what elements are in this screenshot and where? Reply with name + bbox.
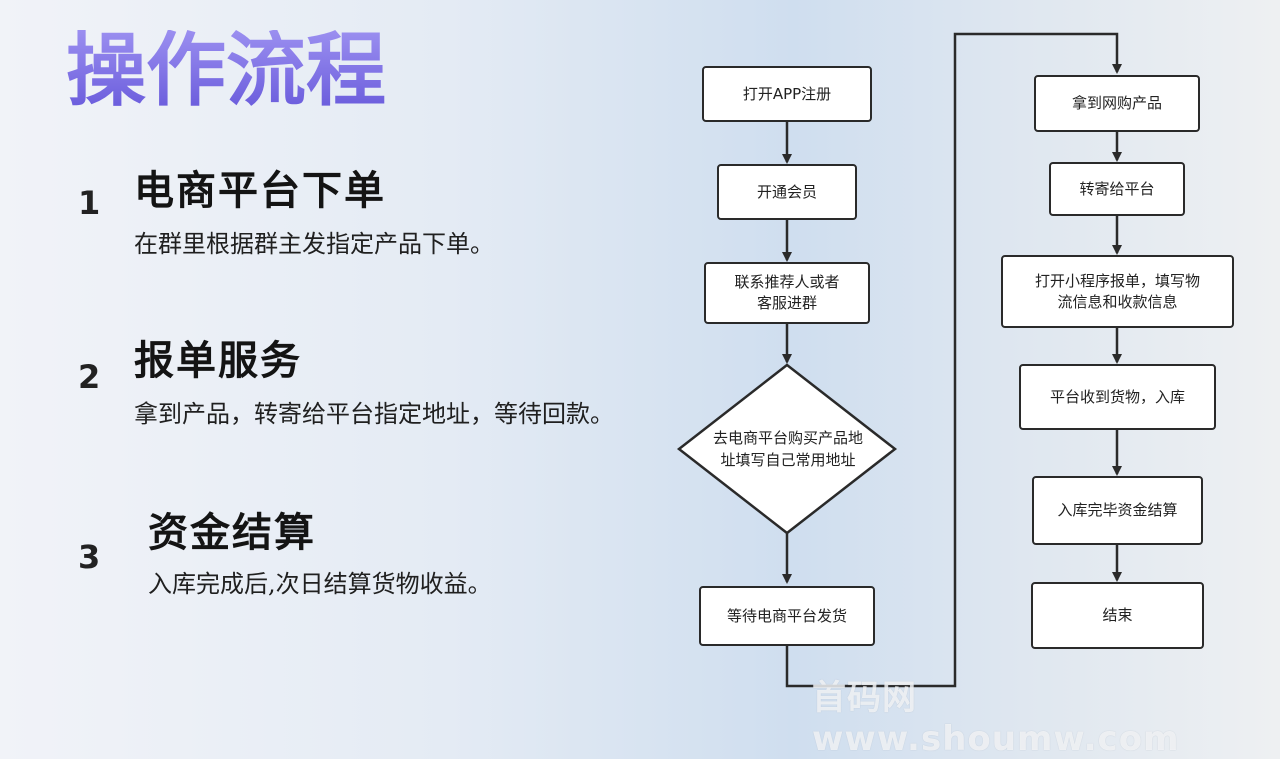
flow-box-label: 结束 — [1102, 606, 1133, 624]
flow-box-label: 拿到网购产品 — [1071, 94, 1162, 112]
flow-box-open-membership: 开通会员 — [717, 164, 857, 220]
flow-box-open-app-register: 打开APP注册 — [702, 66, 872, 122]
flow-box-contact-referrer: 联系推荐人或者 客服进群 — [704, 262, 870, 324]
purchase-decision-diamond — [676, 363, 898, 535]
step-2-number: 2 — [78, 358, 101, 396]
flow-box-label-line2: 流信息和收款信息 — [1057, 292, 1178, 311]
flow-box-label: 开通会员 — [756, 182, 817, 201]
connector-left-to-right — [785, 32, 1122, 688]
step-3-description: 入库完成后,次日结算货物收益。 — [148, 570, 492, 598]
flow-box-platform-warehouse: 平台收到货物，入库 — [1019, 364, 1216, 430]
step-1-heading: 电商平台下单 — [134, 168, 386, 214]
flow-box-label: 平台收到货物，入库 — [1049, 387, 1185, 406]
flow-decision-label-line1: 去电商平台购买产品地 — [712, 429, 863, 447]
flow-box-label: 转寄给平台 — [1079, 179, 1155, 198]
flow-box-forward-to-platform: 转寄给平台 — [1049, 162, 1185, 216]
flow-box-end: 结束 — [1031, 582, 1204, 649]
flow-box-open-miniprogram-report: 打开小程序报单，填写物 流信息和收款信息 — [1001, 255, 1234, 328]
flow-box-label-line1: 打开小程序报单，填写物 — [1034, 271, 1200, 290]
step-3-heading: 资金结算 — [148, 510, 316, 556]
step-3-number: 3 — [78, 538, 101, 576]
flow-box-receive-product: 拿到网购产品 — [1034, 75, 1200, 132]
flow-box-label-line1: 联系推荐人或者 — [734, 273, 840, 291]
step-2-heading: 报单服务 — [134, 338, 302, 384]
step-1-number: 1 — [78, 184, 101, 222]
flow-box-label: 等待电商平台发货 — [726, 606, 847, 625]
step-2-description: 拿到产品，转寄给平台指定地址，等待回款。 — [134, 400, 614, 428]
flow-box-label: 入库完毕资金结算 — [1057, 501, 1178, 519]
flow-box-label-line2: 客服进群 — [756, 294, 817, 312]
page-title: 操作流程 — [66, 23, 386, 117]
flowchart-connectors — [676, 32, 1122, 688]
flow-decision-label-line2: 址填写自己常用地址 — [720, 450, 856, 469]
flow-box-wait-shipment: 等待电商平台发货 — [699, 586, 875, 646]
watermark-text: 首码网www.shoumw.com — [812, 678, 1180, 759]
flow-box-fund-settlement: 入库完毕资金结算 — [1032, 476, 1203, 545]
flow-decision-label: 去电商平台购买产品地 址填写自己常用地址 — [690, 428, 886, 472]
step-1-description: 在群里根据群主发指定产品下单。 — [134, 230, 494, 258]
flow-box-label: 打开APP注册 — [742, 84, 832, 103]
